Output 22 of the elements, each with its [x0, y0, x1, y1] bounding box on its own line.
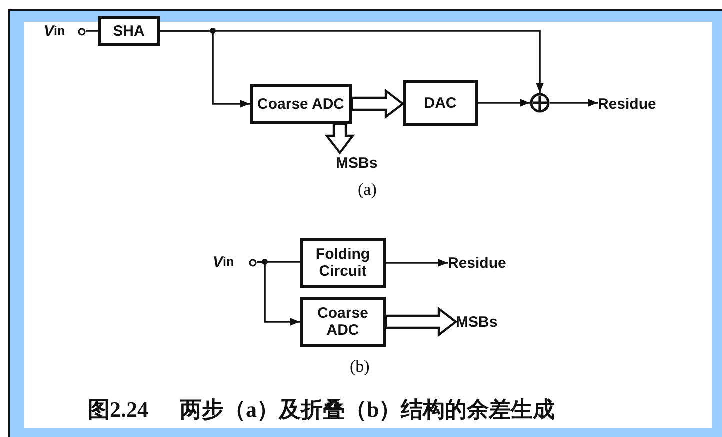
signal-label: MSBs [336, 153, 388, 173]
signal-label: Residue [598, 94, 678, 114]
panel-label: (b) [350, 357, 370, 377]
arrow [550, 99, 598, 107]
figure-caption: 图2.24 两步（a）及折叠（b）结构的余差生成 [88, 396, 556, 424]
block-box: Coarse ADC [250, 84, 352, 124]
connector-line [86, 30, 98, 32]
block-box: Folding Circuit [300, 238, 386, 288]
bus-arrow [384, 306, 458, 338]
bus-arrow [324, 122, 356, 155]
panel-label: (a) [358, 180, 377, 200]
arrow [257, 261, 300, 326]
arrow [160, 30, 544, 93]
block-box: DAC [403, 80, 478, 126]
arrow [478, 99, 530, 107]
signal-label: Residue [448, 253, 532, 273]
adder-circle [530, 93, 550, 113]
block-box: Coarse ADC [300, 297, 386, 347]
signal-label: MSBs [456, 312, 518, 332]
arrow [386, 259, 448, 267]
block-box: SHA [98, 16, 160, 46]
bus-arrow [350, 88, 405, 120]
